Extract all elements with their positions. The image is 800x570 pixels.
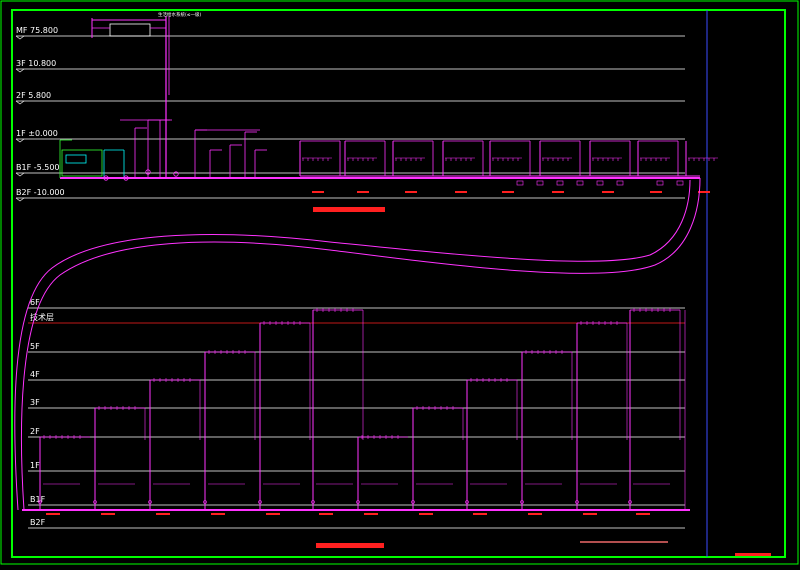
elevation-marker bbox=[15, 197, 25, 202]
elevation-marker bbox=[15, 172, 25, 177]
lower-zone-tag bbox=[419, 513, 433, 515]
elevation-marker bbox=[15, 100, 25, 105]
upper-level-label: B2F -10.000 bbox=[16, 188, 65, 197]
zone-tag bbox=[405, 191, 417, 193]
lower-level-label: 2F bbox=[30, 427, 40, 436]
valve-symbol bbox=[173, 171, 179, 177]
lower-level-label: 6F bbox=[30, 298, 40, 307]
lower-valve bbox=[411, 500, 415, 504]
upper-level-label: B1F -5.500 bbox=[16, 163, 60, 172]
lower-valve bbox=[38, 500, 42, 504]
lower-level-label: 5F bbox=[30, 342, 40, 351]
lower-level-label: 3F bbox=[30, 398, 40, 407]
lower-level-lines bbox=[28, 307, 685, 529]
title-block-mark bbox=[735, 553, 771, 556]
lower-zone-tag bbox=[101, 513, 115, 515]
lower-zone-tag bbox=[636, 513, 650, 515]
lower-valve bbox=[465, 500, 469, 504]
valve-symbol bbox=[145, 169, 151, 175]
zone-tag bbox=[312, 191, 324, 193]
lower-valve bbox=[520, 500, 524, 504]
valve-symbol bbox=[103, 175, 109, 181]
lower-zone-tag bbox=[266, 513, 280, 515]
lower-level-label: 4F bbox=[30, 370, 40, 379]
valve-box bbox=[596, 180, 604, 186]
lower-valve bbox=[258, 500, 262, 504]
lower-level-label: B2F bbox=[30, 518, 46, 527]
zone-tag bbox=[602, 191, 614, 193]
pipe-network bbox=[14, 16, 718, 515]
upper-drawing-title bbox=[313, 207, 385, 212]
lower-valve bbox=[356, 500, 360, 504]
lower-zone-tag bbox=[364, 513, 378, 515]
elevation-marker bbox=[15, 138, 25, 143]
lower-valve bbox=[311, 500, 315, 504]
top-note: 生活给水系统(≤一级) bbox=[158, 11, 202, 18]
valve-box bbox=[536, 180, 544, 186]
lower-valve bbox=[93, 500, 97, 504]
inner-frame bbox=[11, 9, 786, 558]
upper-level-label: 1F ±0.000 bbox=[16, 129, 58, 138]
zone-tag bbox=[455, 191, 467, 193]
zone-tag bbox=[357, 191, 369, 193]
upper-level-label: 3F 10.800 bbox=[16, 59, 56, 68]
lower-valve bbox=[203, 500, 207, 504]
zone-tag bbox=[552, 191, 564, 193]
connecting-pipe-outer bbox=[20, 177, 701, 511]
lower-drawing-title bbox=[316, 543, 384, 548]
valve-box bbox=[576, 180, 584, 186]
lower-zone-tag bbox=[211, 513, 225, 515]
lower-zone-tag bbox=[156, 513, 170, 515]
lower-zone-tag bbox=[319, 513, 333, 515]
lower-valve bbox=[148, 500, 152, 504]
lower-level-labels: 6F 技术层 5F 4F 3F 2F 1F B1F B2F bbox=[30, 298, 54, 527]
lower-level-label: B1F bbox=[30, 495, 46, 504]
valve-box bbox=[616, 180, 624, 186]
connecting-pipe-inner bbox=[14, 179, 691, 511]
lower-zone-tag bbox=[528, 513, 542, 515]
valve-box bbox=[556, 180, 564, 186]
upper-level-label: MF 75.800 bbox=[16, 26, 58, 35]
zone-tag bbox=[650, 191, 662, 193]
lower-valve bbox=[575, 500, 579, 504]
upper-level-label: 2F 5.800 bbox=[16, 91, 51, 100]
lower-zone-tag bbox=[473, 513, 487, 515]
lower-level-label: 1F bbox=[30, 461, 40, 470]
elevation-marker bbox=[15, 68, 25, 73]
valve-box bbox=[676, 180, 684, 186]
valve-box bbox=[516, 180, 524, 186]
valve-symbol bbox=[123, 175, 129, 181]
roof-tank bbox=[109, 23, 151, 37]
valve-box bbox=[656, 180, 664, 186]
zone-tag bbox=[698, 191, 710, 193]
lower-zone-tag bbox=[46, 513, 60, 515]
pump-box bbox=[65, 154, 87, 164]
lower-note-bar bbox=[580, 541, 668, 543]
zone-tag bbox=[502, 191, 514, 193]
lower-level-label: 技术层 bbox=[30, 312, 54, 322]
lower-zone-tag bbox=[583, 513, 597, 515]
elevation-marker bbox=[15, 35, 25, 40]
tank-outline bbox=[61, 149, 103, 177]
